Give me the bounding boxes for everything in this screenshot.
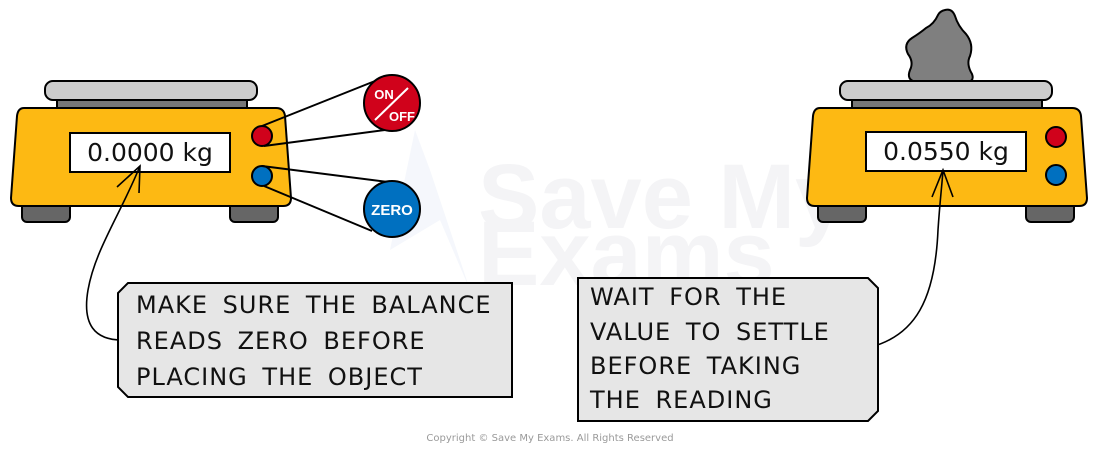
left-note: MAKE SURE THE BALANCE READS ZERO BEFORE … (117, 282, 513, 398)
left-balance (9, 80, 293, 223)
left-balance-display (69, 132, 231, 173)
right-note-line: VALUE TO SETTLE (590, 318, 830, 346)
right-balance-pan[interactable] (839, 80, 1053, 101)
zero-label: ZERO (371, 202, 413, 219)
on-label: ON (374, 87, 394, 102)
button-callout-lines (261, 80, 389, 232)
off-label: OFF (389, 109, 415, 124)
right-note-line: THE READING (589, 386, 773, 414)
right-note-line: BEFORE TAKING (590, 352, 801, 380)
right-balance (805, 8, 1089, 223)
right-note-box (577, 277, 879, 422)
right-on-off-button[interactable] (1045, 126, 1067, 148)
watermark-line1: Save My (478, 146, 846, 248)
right-zero-button[interactable] (1045, 164, 1067, 186)
zero-callout: ZERO (363, 180, 421, 238)
left-note-line: MAKE SURE THE BALANCE (136, 291, 492, 319)
left-zero-button[interactable] (251, 165, 273, 187)
right-balance-display (865, 131, 1027, 172)
left-balance-pan[interactable] (44, 80, 258, 101)
left-note-box (117, 282, 513, 398)
right-balance-reading: 0.0550 kg (883, 137, 1009, 166)
left-on-off-button[interactable] (251, 125, 273, 147)
on-off-callout: ON OFF (363, 74, 421, 132)
copyright-text: Copyright © Save My Exams. All Rights Re… (426, 433, 673, 444)
left-note-line: PLACING THE OBJECT (136, 363, 423, 391)
left-note-line: READS ZERO BEFORE (136, 327, 426, 355)
zero-button-enlarged[interactable] (363, 180, 421, 238)
right-note-line: WAIT FOR THE (590, 283, 787, 311)
left-balance-reading: 0.0000 kg (87, 138, 213, 167)
right-note: WAIT FOR THE VALUE TO SETTLE BEFORE TAKI… (577, 277, 879, 422)
on-off-slash (374, 87, 409, 121)
watermark-logo-icon (390, 130, 470, 290)
rock-object[interactable] (905, 8, 974, 83)
